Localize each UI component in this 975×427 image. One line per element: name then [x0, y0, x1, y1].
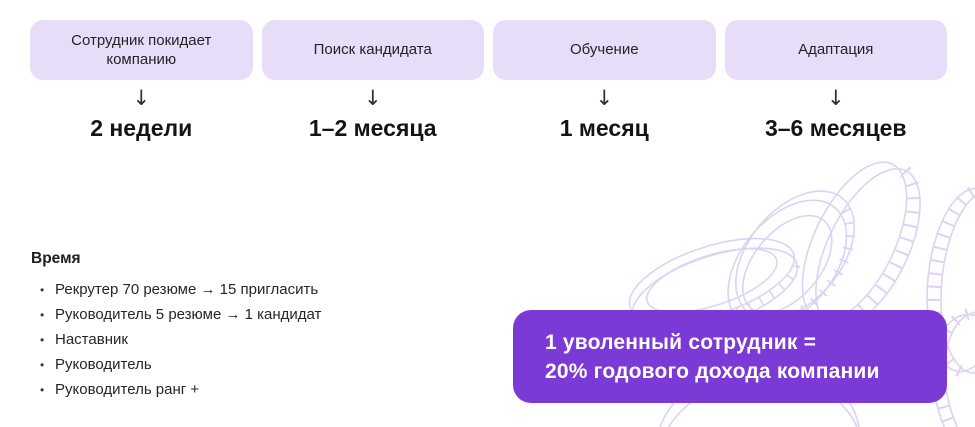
stage-duration: 1–2 месяца — [308, 115, 437, 141]
callout-box: 1 уволенный сотрудник = 20% годового дох… — [513, 310, 947, 403]
stage-box: Поиск кандидата — [261, 20, 484, 80]
list-item: • Руководитель — [31, 356, 321, 381]
stage-label: Обучение — [569, 41, 639, 59]
time-item-text: Руководитель ранг + — [55, 381, 200, 398]
callout-line2: 20% годового дохода компании — [545, 359, 880, 383]
bullet-icon: • — [40, 333, 45, 347]
down-arrow-icon: ↓ — [363, 86, 382, 110]
bullet-icon: • — [40, 383, 45, 397]
bullet-icon: • — [40, 283, 45, 297]
list-item: • Наставник — [31, 331, 321, 356]
time-list: • Рекрутер 70 резюме → 15 пригласить • Р… — [31, 281, 321, 406]
stage-box: Адаптация — [724, 20, 947, 80]
stage-box: Сотрудник покидает компанию — [30, 20, 253, 80]
bullet-icon: • — [40, 358, 45, 372]
time-section: Время • Рекрутер 70 резюме → 15 пригласи… — [31, 250, 321, 406]
time-item-text: Рекрутер 70 резюме → 15 пригласить — [55, 281, 319, 298]
stage-duration: 1 месяц — [559, 115, 649, 141]
time-section-title: Время — [31, 250, 81, 267]
down-arrow-icon: ↓ — [826, 86, 845, 110]
time-item-text: Руководитель — [55, 356, 152, 373]
stage-label: Адаптация — [798, 41, 874, 59]
down-arrow-icon: ↓ — [595, 86, 614, 110]
stage-label: Поиск кандидата — [313, 41, 432, 59]
list-item: • Руководитель 5 резюме → 1 кандидат — [31, 306, 321, 331]
bullet-icon: • — [40, 308, 45, 322]
stage-duration: 2 недели — [90, 115, 193, 141]
stage-box: Обучение — [493, 20, 716, 80]
callout-line1: 1 уволенный сотрудник = — [545, 330, 817, 354]
stage-label: Сотрудник покидает компанию — [71, 31, 212, 69]
time-item-text: Руководитель 5 резюме → 1 кандидат — [55, 306, 322, 323]
stage-training: Обучение ↓ 1 месяц — [493, 20, 716, 142]
list-item: • Рекрутер 70 резюме → 15 пригласить — [31, 281, 321, 306]
time-item-text: Наставник — [55, 331, 128, 348]
stage-duration: 3–6 месяцев — [764, 115, 907, 141]
stage-candidate-search: Поиск кандидата ↓ 1–2 месяца — [261, 20, 484, 142]
down-arrow-icon: ↓ — [132, 86, 151, 110]
stage-adaptation: Адаптация ↓ 3–6 месяцев — [724, 20, 947, 142]
process-flow: Сотрудник покидает компанию ↓ 2 недели П… — [30, 20, 947, 142]
stage-employee-leaves: Сотрудник покидает компанию ↓ 2 недели — [30, 20, 253, 142]
list-item: • Руководитель ранг + — [31, 381, 321, 406]
